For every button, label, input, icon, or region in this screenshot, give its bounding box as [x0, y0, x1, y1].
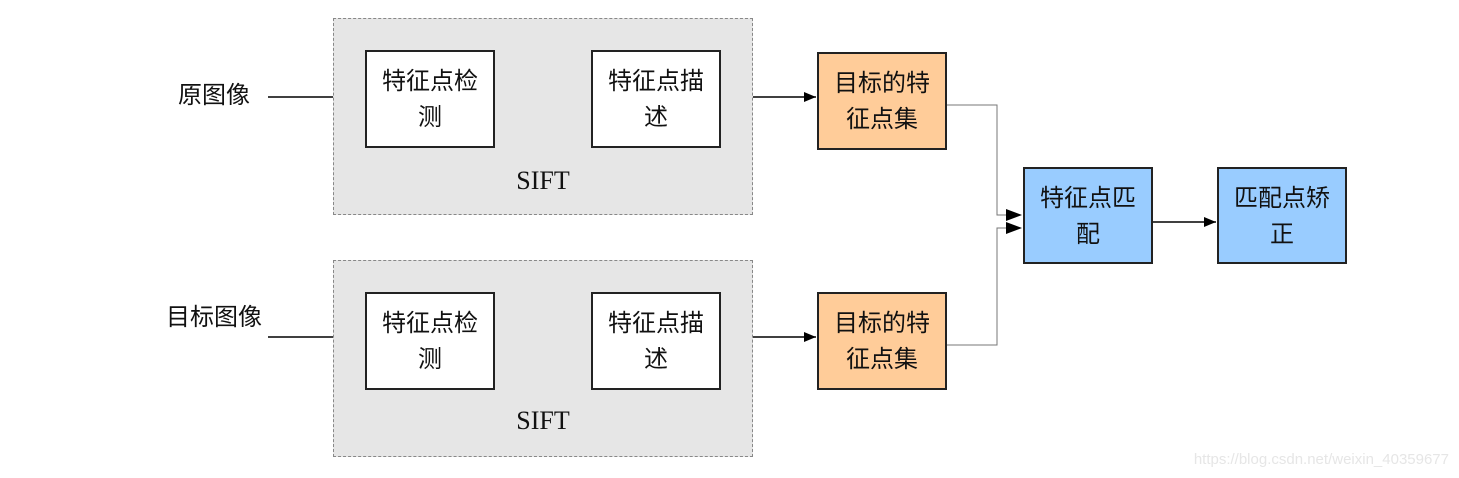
feature-match-box: 特征点匹配 [1023, 167, 1153, 264]
feature-set-box-1: 目标的特征点集 [817, 52, 947, 150]
target-image-label: 目标图像 [166, 303, 262, 331]
feature-set-box-2: 目标的特征点集 [817, 292, 947, 390]
sift-label-2: SIFT [516, 406, 570, 435]
connector-output1-to-match [946, 104, 1008, 216]
detect-box-2: 特征点检测 [365, 292, 495, 390]
match-correction-box: 匹配点矫正 [1217, 167, 1347, 264]
describe-box-1: 特征点描述 [591, 50, 721, 148]
arrowhead-1 [1006, 209, 1022, 221]
arrowhead-2 [1006, 222, 1022, 234]
source-image-label: 原图像 [178, 81, 250, 109]
connector-output2-to-match [946, 227, 1008, 346]
sift-label-1: SIFT [516, 166, 570, 195]
describe-box-2: 特征点描述 [591, 292, 721, 390]
detect-box-1: 特征点检测 [365, 50, 495, 148]
watermark: https://blog.csdn.net/weixin_40359677 [1193, 451, 1449, 468]
